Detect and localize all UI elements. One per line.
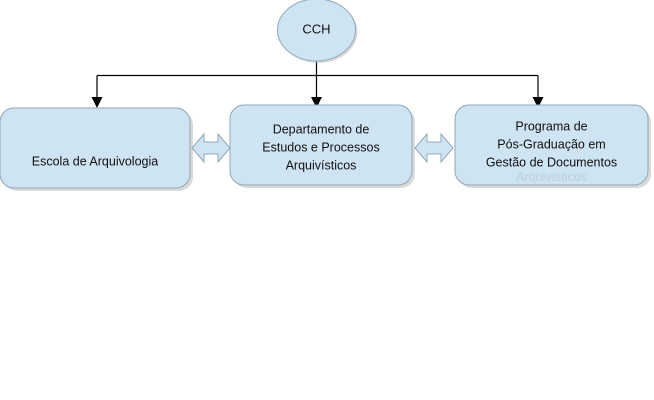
- node-programa-clipped-line: Arquivísticos: [516, 170, 587, 184]
- node-programa-line-2: Pós-Graduação em: [497, 137, 605, 151]
- bidirectional-arrow-right-shape: [414, 132, 454, 164]
- arrowhead-right: [532, 97, 544, 108]
- node-departamento-shape: [229, 104, 413, 186]
- bidirectional-arrow-right: [414, 132, 454, 164]
- node-departamento-line-3: Arquivísticos: [286, 158, 357, 172]
- node-programa-line-1: Programa de: [515, 119, 587, 133]
- node-escola-shape: [0, 107, 191, 189]
- bidirectional-arrow-left-shape: [191, 132, 231, 164]
- node-cch[interactable]: CCH: [277, 0, 358, 63]
- node-programa-line-3: Gestão de Documentos: [486, 155, 617, 169]
- arrowhead-left: [91, 97, 103, 108]
- node-departamento-line-2: Estudos e Processos: [262, 140, 379, 154]
- node-programa-shape: [454, 104, 649, 186]
- node-cch-label: CCH: [302, 21, 330, 36]
- node-departamento[interactable]: Departamento de Estudos e Processos Arqu…: [229, 104, 415, 188]
- bidirectional-arrow-left: [191, 132, 231, 164]
- node-escola[interactable]: Escola de Arquivologia: [0, 107, 193, 191]
- arrowhead-center: [311, 97, 322, 108]
- node-departamento-line-1: Departamento de: [273, 122, 370, 136]
- node-escola-line-1: Escola de Arquivologia: [32, 154, 159, 168]
- hierarchy-connectors: [91, 60, 544, 108]
- node-cch-shape: [277, 0, 356, 62]
- node-programa[interactable]: Programa de Pós-Graduação em Gestão de D…: [454, 104, 651, 188]
